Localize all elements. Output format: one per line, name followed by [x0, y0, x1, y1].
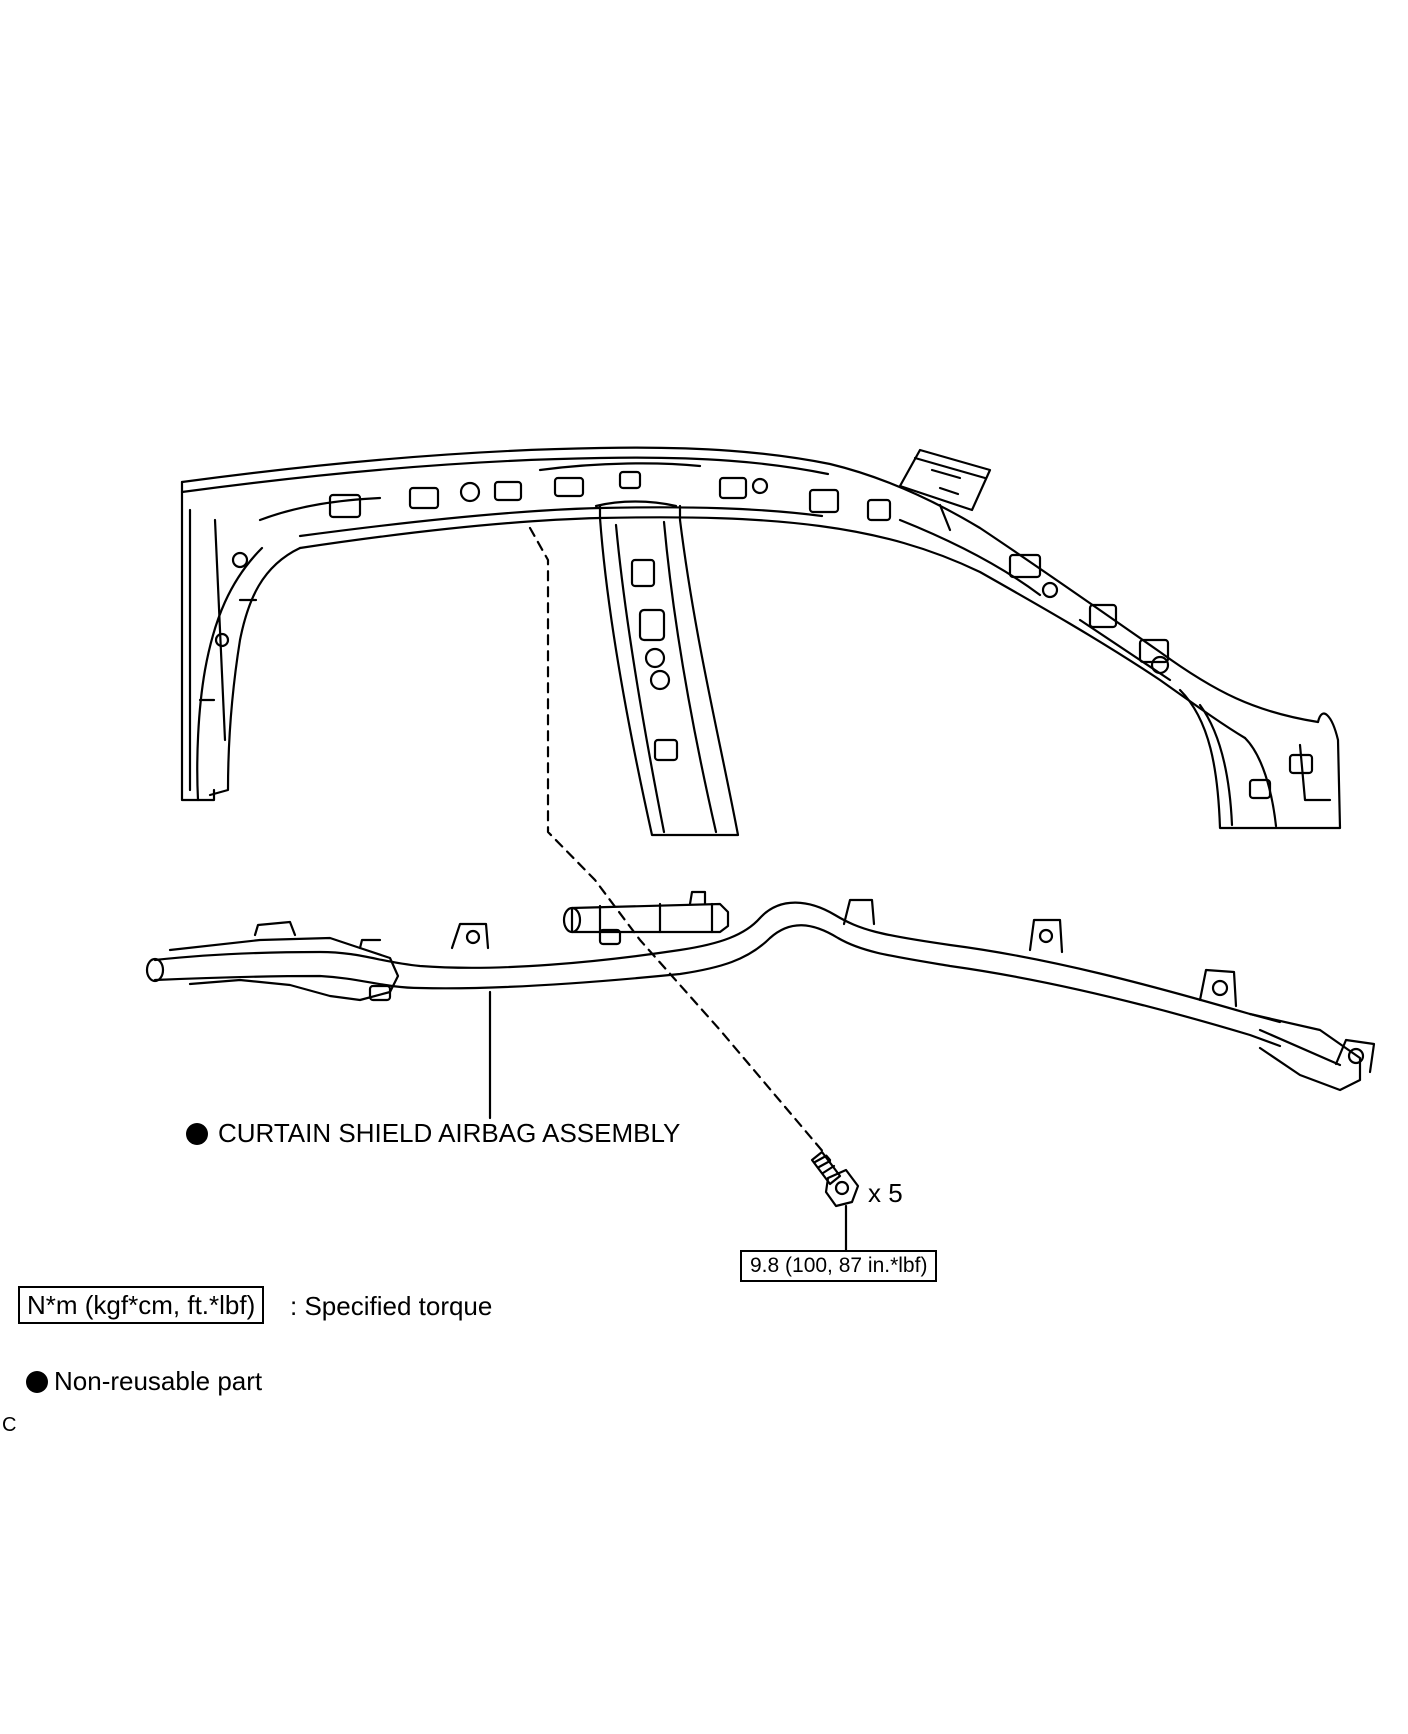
bolt-torque-box: 9.8 (100, 87 in.*lbf)	[740, 1250, 938, 1282]
bolt-quantity: x 5	[868, 1178, 903, 1208]
curtain-shield-airbag	[145, 890, 1376, 1092]
torque-legend-text: : Specified torque	[290, 1291, 493, 1321]
non-reusable-text: Non-reusable part	[54, 1366, 263, 1396]
torque-unit-box: N*m (kgf*cm, ft.*lbf)	[18, 1286, 265, 1324]
bolt-centerline	[528, 526, 832, 1162]
non-reusable-legend: Non-reusable part	[26, 1366, 262, 1396]
corner-mark: C	[2, 1414, 17, 1436]
bolt-icon	[810, 1150, 860, 1208]
non-reusable-dot-icon	[186, 1123, 208, 1145]
airbag-assembly-text: CURTAIN SHIELD AIRBAG ASSEMBLY	[218, 1118, 681, 1148]
airbag-assembly-label: CURTAIN SHIELD AIRBAG ASSEMBLY	[186, 1118, 680, 1148]
vehicle-body-frame	[180, 446, 1342, 837]
legend-dot-icon	[26, 1371, 48, 1393]
